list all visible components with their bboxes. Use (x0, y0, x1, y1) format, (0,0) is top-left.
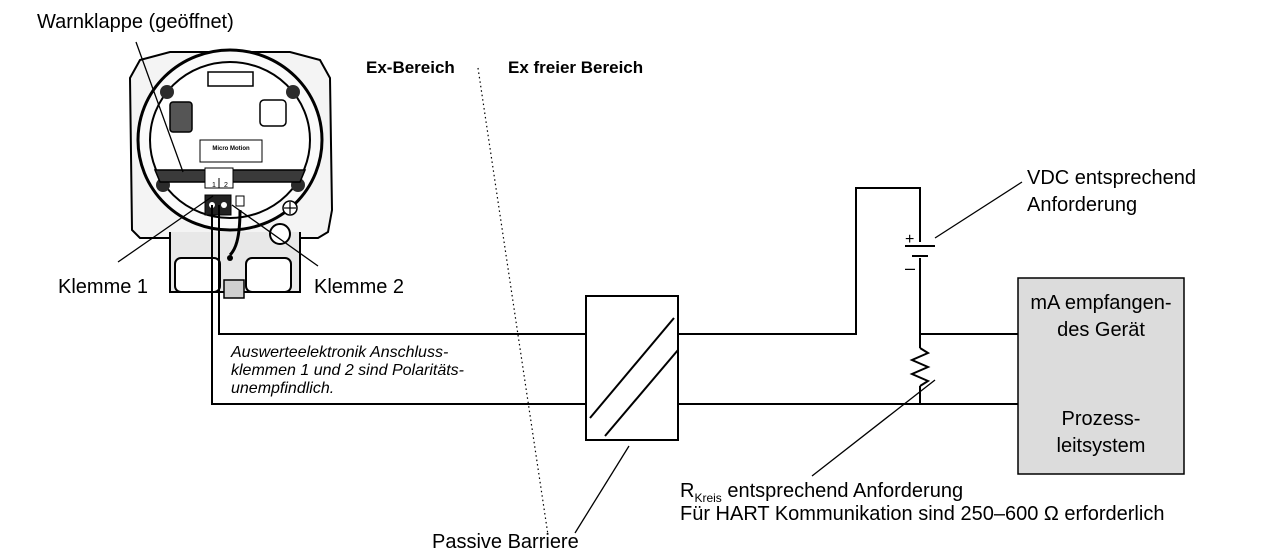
klemme1-leader (117, 195, 214, 263)
transmitter-device: Micro Motion 1 2 (128, 48, 334, 299)
ex-bereich-label: Ex-Bereich (366, 58, 455, 77)
r-kreis-label: RKreis entsprechend Anforderung (680, 480, 963, 505)
vdc-label-line1: VDC entsprechend (1027, 167, 1196, 189)
klemme1-label: Klemme 1 (58, 276, 148, 298)
ex-boundary-line (477, 67, 549, 536)
receiver-line-4: leitsystem (1057, 435, 1146, 457)
barrier-diagonal-2 (604, 349, 679, 437)
resistor-symbol (909, 347, 931, 387)
receiver-box (1017, 277, 1185, 475)
wire-to-supply (678, 187, 921, 335)
note-line-1: Auswerteelektronik Anschluss- (230, 344, 448, 361)
warnklappe-leader (135, 41, 184, 173)
resistor-leader (811, 379, 936, 477)
minus-sign: – (905, 258, 915, 278)
hart-requirement-label: Für HART Kommunikation sind 250–600 Ω er… (680, 503, 1164, 525)
vdc-label-line2: Anforderung (1027, 194, 1137, 216)
vdc-leader (934, 181, 1023, 239)
receiver-line-3: Prozess- (1062, 408, 1141, 430)
warnklappe-label: Warnklappe (geöffnet) (37, 11, 234, 33)
passive-barriere-label: Passive Barriere (432, 531, 579, 553)
barrier-diagonal-1 (589, 317, 675, 419)
barrier-leader (574, 445, 630, 534)
device-brand-text: Micro Motion (212, 146, 250, 152)
receiver-line-2: des Gerät (1057, 319, 1145, 341)
terminal2-label: 2 (224, 182, 228, 189)
terminal1-label: 1 (212, 182, 216, 189)
wire-terminal1 (211, 205, 586, 405)
klemme2-leader (231, 204, 319, 267)
note-line-3: unempfindlich. (231, 380, 334, 397)
wire-supply-to-receiver (919, 258, 1018, 335)
plus-sign: + (905, 231, 914, 248)
wire-terminal2 (218, 205, 586, 335)
receiver-line-1: mA empfangen- (1030, 292, 1171, 314)
klemme2-label: Klemme 2 (314, 276, 404, 298)
ex-freier-bereich-label: Ex freier Bereich (508, 58, 643, 77)
note-line-2: klemmen 1 und 2 sind Polaritäts- (231, 362, 464, 379)
